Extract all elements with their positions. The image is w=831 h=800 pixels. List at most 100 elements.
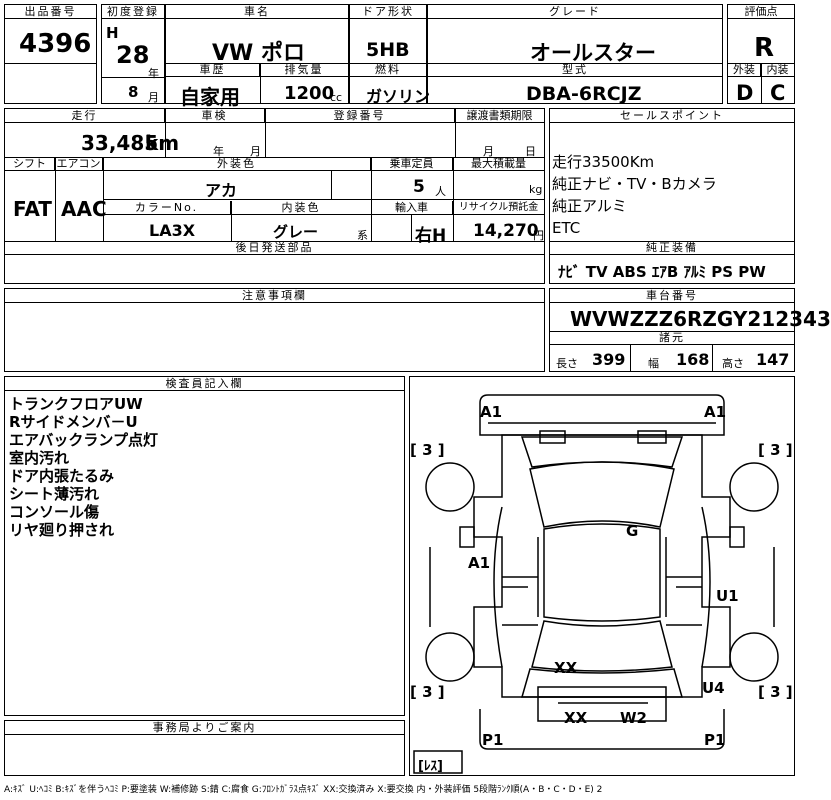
mileage-label: 走行	[5, 109, 165, 123]
era: H	[106, 24, 119, 42]
office-box: 事務局よりご案内	[4, 720, 405, 776]
sales-point-line: ETC	[552, 219, 581, 237]
interior-color: グレー	[273, 223, 319, 241]
mark-g-windshield: G	[626, 522, 639, 540]
car-name: VW ポロ	[212, 41, 305, 66]
interior-label: 内装	[761, 63, 794, 77]
spare-tire-mark: [ﾚｽ]	[418, 759, 443, 774]
lot-number-box: 出品番号 4396	[4, 4, 97, 104]
mark-w2-bumper: W2	[620, 709, 647, 727]
recycle-fee: 14,270	[473, 221, 539, 241]
model-code: DBA-6RCJZ	[526, 83, 642, 105]
fuel: ガソリン	[366, 87, 431, 106]
inspector-note-line: 室内汚れ	[9, 449, 70, 467]
shift-label: シフト	[5, 157, 55, 171]
mileage-unit: km	[145, 131, 180, 155]
tire-tread-fr: [ 3 ]	[758, 441, 793, 459]
width: 168	[676, 350, 710, 369]
year-unit: 年	[148, 67, 159, 80]
height: 147	[756, 350, 790, 369]
equipment-label: 純正装備	[550, 241, 794, 255]
notes-label: 注意事項欄	[5, 289, 544, 303]
height-label: 高さ	[722, 357, 744, 370]
displacement: 1200	[284, 83, 335, 104]
rear-glass	[531, 620, 673, 672]
roof	[543, 523, 661, 622]
inspector-note-line: ドア内張たるみ	[9, 467, 115, 485]
right-doors	[676, 506, 711, 668]
lot-number-label: 出品番号	[5, 5, 96, 19]
transfer-deadline-label: 譲渡書類期限	[455, 109, 544, 123]
windshield	[529, 461, 675, 528]
aircon-label: エアコン	[55, 157, 103, 171]
door-box: ドア形状 5HB 燃料 ガソリン	[349, 4, 431, 106]
mileage: 33,485	[81, 131, 159, 155]
grade-label: グレード	[428, 5, 722, 19]
tire-front-left	[425, 462, 475, 512]
inspection-label: 車検	[165, 109, 265, 123]
model-label: 型式	[428, 63, 722, 77]
recycle-label: リサイクル預託金	[453, 201, 544, 215]
trunk	[521, 668, 683, 698]
history: 自家用	[180, 85, 240, 109]
capacity-unit: 人	[435, 185, 446, 198]
office-label: 事務局よりご案内	[5, 721, 404, 735]
exterior-color-label: 外装色	[103, 157, 371, 171]
mark-u4-rear: U4	[702, 679, 725, 697]
first-registration-label: 初度登録	[102, 5, 164, 19]
registration-no-label: 登録番号	[265, 109, 455, 123]
sales-point-label: セールスポイント	[550, 109, 794, 123]
tire-front-right	[729, 462, 779, 512]
later-parts-label: 後日発送部品	[5, 241, 544, 255]
color-number: LA3X	[149, 221, 196, 240]
body-outline	[473, 434, 731, 698]
spare-box	[413, 750, 463, 774]
inspector-note-line: エアバックランプ点灯	[9, 431, 158, 449]
mark-xx-bumper: XX	[564, 709, 588, 727]
displacement-unit: cc	[330, 91, 343, 104]
door-label: ドア形状	[350, 5, 426, 19]
car-name-box: 車名 VW ポロ 車歴 排気量 自家用 1200 cc	[165, 4, 349, 109]
car-name-label: 車名	[166, 5, 348, 19]
vin: WVWZZZ6RZGY212343	[570, 307, 831, 331]
transfer-day-unit: 日	[525, 145, 536, 158]
chassis-box: 車台番号 WVWZZZ6RZGY212343 諸元 長さ 399 幅 168 高…	[549, 288, 831, 372]
recycle-unit: 円	[533, 229, 544, 242]
exterior-color: アカ	[205, 181, 238, 200]
front-bumper	[479, 394, 725, 436]
transfer-month-unit: 月	[483, 145, 494, 158]
capacity: 5	[413, 177, 425, 197]
sales-point-line: 純正ナビ・TV・Bカメラ	[552, 175, 717, 193]
car-diagram-box: A1 A1 A1 G U1 XX U4 XX W2 P1 P1 [ 3 ] [ …	[409, 376, 795, 776]
inspector-note-line: Rサイドメンバ－U	[9, 413, 138, 431]
grade-box: グレード オールスター 型式 DBA-6RCJZ	[427, 4, 723, 105]
month-unit: 月	[148, 91, 159, 104]
aircon: AAC	[61, 197, 107, 221]
equipment-list: ﾅﾋﾞ TV ABS ｴｱB ｱﾙﾐ PS PW	[558, 263, 766, 281]
capacity-label: 乗車定員	[371, 157, 453, 171]
interior-color-label: 内装色	[231, 201, 371, 215]
tire-rear-left	[425, 632, 475, 682]
tire-tread-rr: [ 3 ]	[758, 683, 793, 701]
inspector-note-line: リヤ廻り押され	[9, 521, 115, 539]
rear-bumper	[537, 686, 667, 722]
length: 399	[592, 350, 626, 369]
max-load-unit: kg	[529, 183, 543, 196]
width-label: 幅	[648, 357, 659, 370]
history-label: 車歴	[166, 63, 260, 77]
overall-score: R	[754, 33, 775, 63]
interior-grade: C	[770, 81, 786, 105]
spec-label: 諸元	[550, 331, 794, 345]
mark-p1-left: P1	[482, 731, 504, 749]
tire-tread-rl: [ 3 ]	[410, 683, 445, 701]
inspector-note-line: トランクフロアUW	[9, 395, 143, 413]
notes-box: 注意事項欄	[4, 288, 545, 372]
car-diagram	[413, 394, 779, 774]
registration-year: 28	[116, 41, 150, 69]
mark-p1-right: P1	[704, 731, 726, 749]
mark-a1-left-side: A1	[468, 554, 491, 572]
mark-a1-front-left: A1	[480, 403, 503, 421]
